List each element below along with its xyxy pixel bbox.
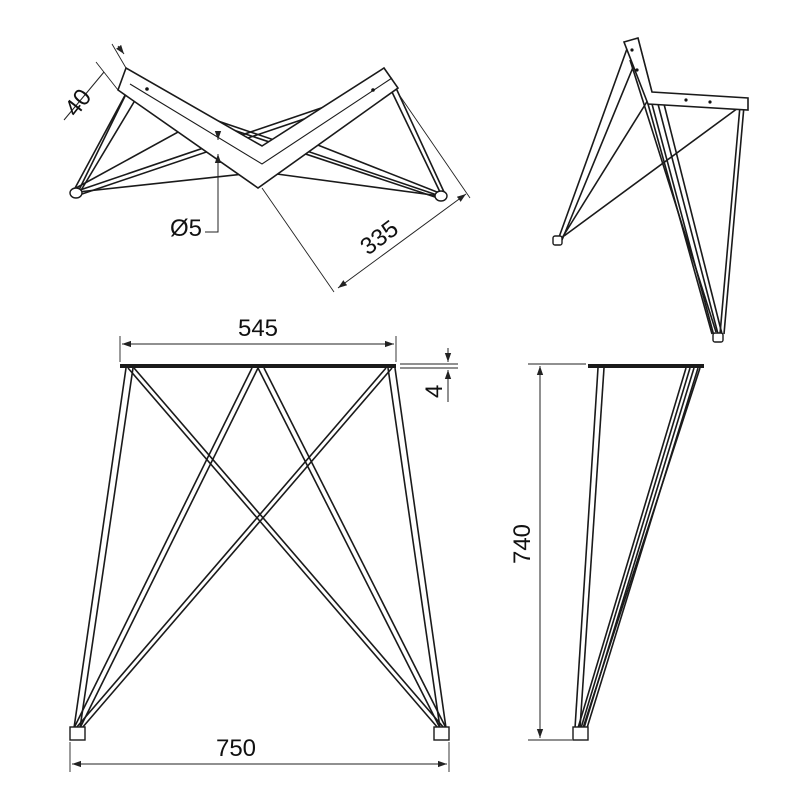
plate-thickness-label: 4 (421, 385, 448, 398)
height-label: 740 (509, 524, 536, 564)
isometric-foot-left (69, 187, 83, 199)
front-rods (73, 367, 447, 729)
side-foot (572, 726, 589, 741)
dimension-plate-width: 40 (59, 43, 127, 122)
front-top-plate (120, 364, 396, 368)
dimension-height: 740 (509, 363, 586, 741)
perspective-foot-right (712, 332, 724, 343)
dimension-rod-diameter: Ø5 (170, 131, 222, 242)
dimension-plate-thickness: 4 (400, 348, 458, 402)
isometric-foot-right (434, 190, 448, 202)
base-width-label: 750 (216, 735, 256, 762)
perspective-view (552, 37, 749, 343)
side-view: 740 (509, 363, 704, 741)
perspective-rods (557, 45, 745, 337)
front-view: 545 4 750 (69, 315, 458, 772)
front-foot-right (433, 726, 450, 741)
diagonal-length-label: 335 (355, 215, 403, 261)
front-foot-left (69, 726, 86, 741)
dimension-top-width: 545 (119, 315, 397, 362)
plate-width-label: 40 (59, 84, 97, 122)
top-width-label: 545 (238, 315, 278, 342)
perspective-foot-left (552, 235, 563, 246)
rod-diameter-label: Ø5 (170, 215, 202, 242)
side-top-plate (588, 364, 704, 368)
side-rods (574, 367, 701, 729)
isometric-view: 40 Ø5 335 (59, 43, 471, 293)
dimension-base-width: 750 (69, 735, 450, 772)
